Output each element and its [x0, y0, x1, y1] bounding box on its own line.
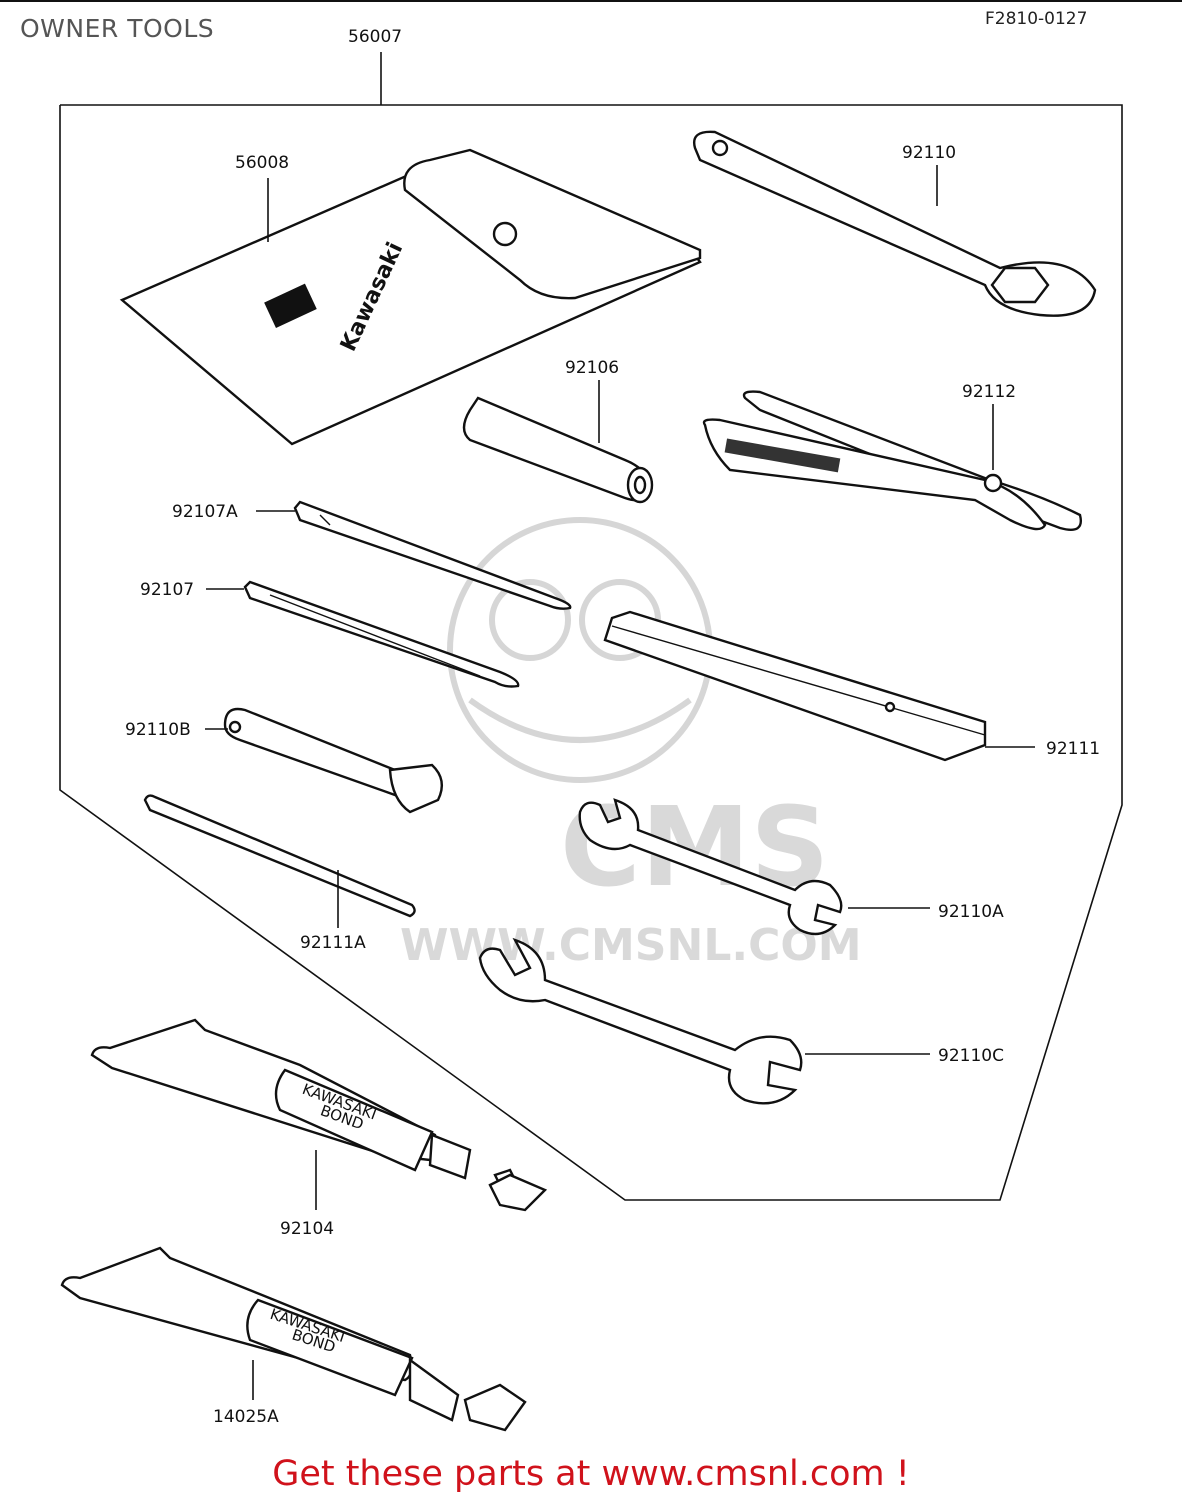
screwdriver-phillips — [243, 580, 520, 688]
label-92110B: 92110B — [125, 720, 191, 740]
label-92106: 92106 — [565, 358, 619, 378]
label-92104: 92104 — [280, 1219, 334, 1239]
bond-tube: KAWASAKI BOND — [90, 1018, 548, 1212]
label-92110C: 92110C — [938, 1046, 1004, 1066]
screwdriver-flat — [293, 500, 572, 610]
label-92110A: 92110A — [938, 902, 1004, 922]
figure-reference: F2810-0127 — [985, 9, 1088, 29]
bond-tube-a: KAWASAKI BOND — [60, 1246, 527, 1432]
open-end-wrench-a — [578, 798, 843, 936]
footer-promo-link[interactable]: Get these parts at www.cmsnl.com ! — [272, 1454, 910, 1494]
label-92107A: 92107A — [172, 502, 238, 522]
page-title: OWNER TOOLS — [20, 14, 215, 43]
label-92111: 92111 — [1046, 739, 1100, 759]
label-56007: 56007 — [348, 27, 402, 47]
tool-kit-outline — [59, 52, 1123, 1201]
label-14025A: 14025A — [213, 1407, 279, 1427]
pliers — [702, 390, 1082, 532]
label-56008: 56008 — [235, 153, 289, 173]
label-92112: 92112 — [962, 382, 1016, 402]
tire-lever — [603, 610, 987, 762]
ring-wrench — [693, 130, 1097, 317]
watermark-url: WWW.CMSNL.COM — [400, 920, 862, 971]
label-92107: 92107 — [140, 580, 194, 600]
label-92110: 92110 — [902, 143, 956, 163]
spark-plug-wrench — [223, 707, 444, 814]
handle-bar — [143, 794, 416, 918]
tool-pouch: Kawasaki — [119, 148, 702, 446]
socket-handle — [462, 396, 654, 504]
open-end-wrench-c — [478, 937, 803, 1105]
label-92111A: 92111A — [300, 933, 366, 953]
